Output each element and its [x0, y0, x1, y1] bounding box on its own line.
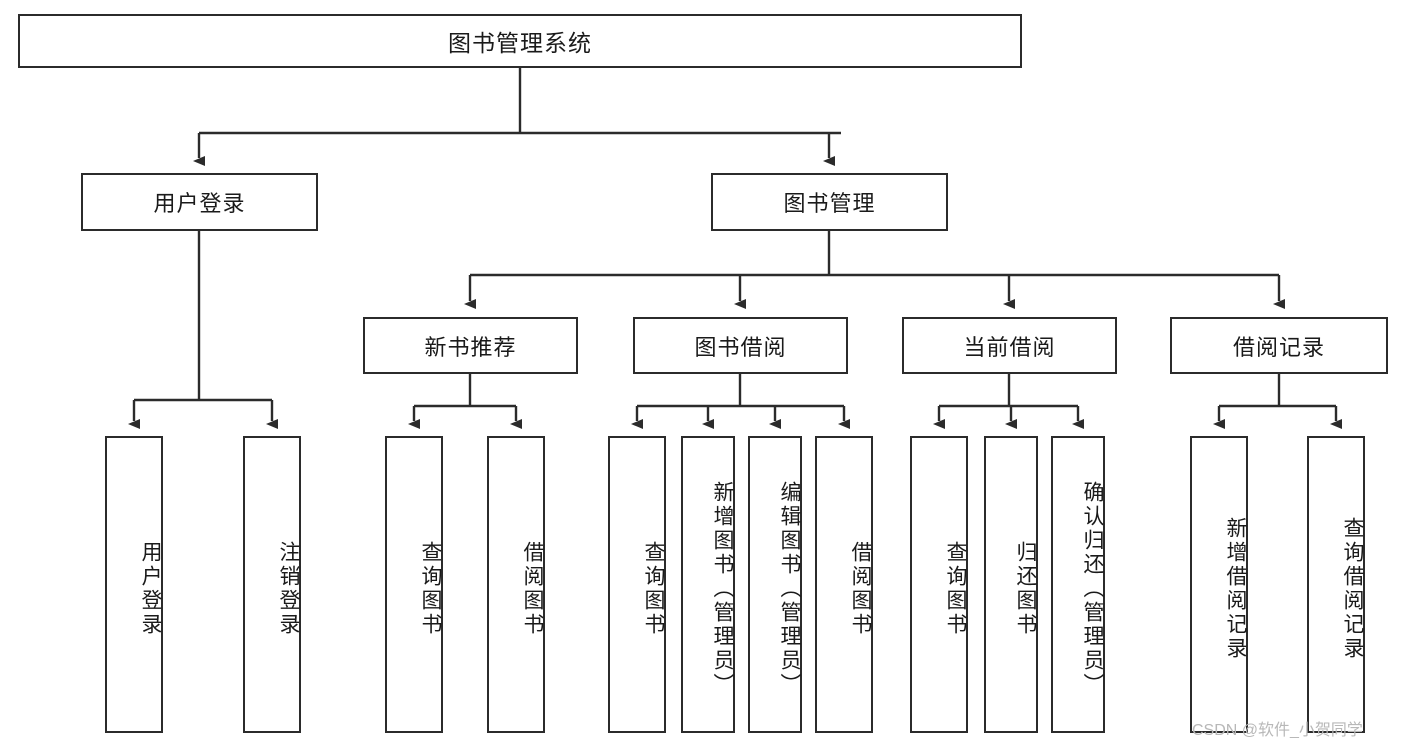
node-leaf-user-logout-label: 注销登录: [277, 540, 300, 637]
node-leaf-add-book-label: 新增图书（管理员）: [711, 480, 734, 697]
node-leaf-borrow-book-2-label: 借阅图书: [849, 540, 872, 637]
node-leaf-query-book-1[interactable]: 查询图书: [385, 436, 443, 733]
node-book-borrow-label: 图书借阅: [694, 334, 787, 360]
node-leaf-borrow-book-1-label: 借阅图书: [521, 540, 544, 637]
node-borrow-record[interactable]: 借阅记录: [1170, 317, 1388, 374]
node-leaf-query-book-2[interactable]: 查询图书: [608, 436, 666, 733]
node-leaf-borrow-book-2[interactable]: 借阅图书: [815, 436, 873, 733]
node-leaf-query-book-1-label: 查询图书: [419, 540, 442, 637]
node-leaf-user-login[interactable]: 用户登录: [105, 436, 163, 733]
node-borrow-record-label: 借阅记录: [1232, 334, 1325, 360]
node-leaf-return-book[interactable]: 归还图书: [984, 436, 1038, 733]
node-book-manage-label: 图书管理: [783, 191, 876, 216]
node-leaf-confirm-return-label: 确认归还（管理员）: [1081, 480, 1104, 697]
watermark: CSDN @软件_小贺同学: [1192, 722, 1363, 739]
node-user-login[interactable]: 用户登录: [81, 173, 318, 231]
node-leaf-borrow-book-1[interactable]: 借阅图书: [487, 436, 545, 733]
node-leaf-return-book-label: 归还图书: [1014, 540, 1037, 637]
node-leaf-query-record-label: 查询借阅记录: [1341, 516, 1364, 661]
node-new-book-recommend-label: 新书推荐: [424, 334, 517, 360]
node-leaf-query-book-2-label: 查询图书: [642, 540, 665, 637]
node-leaf-query-book-3-label: 查询图书: [944, 540, 967, 637]
node-leaf-add-record-label: 新增借阅记录: [1224, 516, 1247, 661]
node-new-book-recommend[interactable]: 新书推荐: [363, 317, 578, 374]
node-book-borrow[interactable]: 图书借阅: [633, 317, 848, 374]
node-leaf-add-record[interactable]: 新增借阅记录: [1190, 436, 1248, 733]
node-user-login-label: 用户登录: [153, 191, 246, 216]
node-root-label: 图书管理系统: [448, 30, 592, 56]
node-leaf-user-login-label: 用户登录: [139, 540, 162, 637]
node-leaf-user-logout[interactable]: 注销登录: [243, 436, 301, 733]
node-leaf-edit-book[interactable]: 编辑图书（管理员）: [748, 436, 802, 733]
node-leaf-query-record[interactable]: 查询借阅记录: [1307, 436, 1365, 733]
node-leaf-edit-book-label: 编辑图书（管理员）: [778, 480, 801, 697]
node-book-manage[interactable]: 图书管理: [711, 173, 948, 231]
node-leaf-query-book-3[interactable]: 查询图书: [910, 436, 968, 733]
node-leaf-add-book[interactable]: 新增图书（管理员）: [681, 436, 735, 733]
node-current-borrow[interactable]: 当前借阅: [902, 317, 1117, 374]
node-root[interactable]: 图书管理系统: [18, 14, 1022, 68]
node-current-borrow-label: 当前借阅: [963, 334, 1056, 360]
node-leaf-confirm-return[interactable]: 确认归还（管理员）: [1051, 436, 1105, 733]
